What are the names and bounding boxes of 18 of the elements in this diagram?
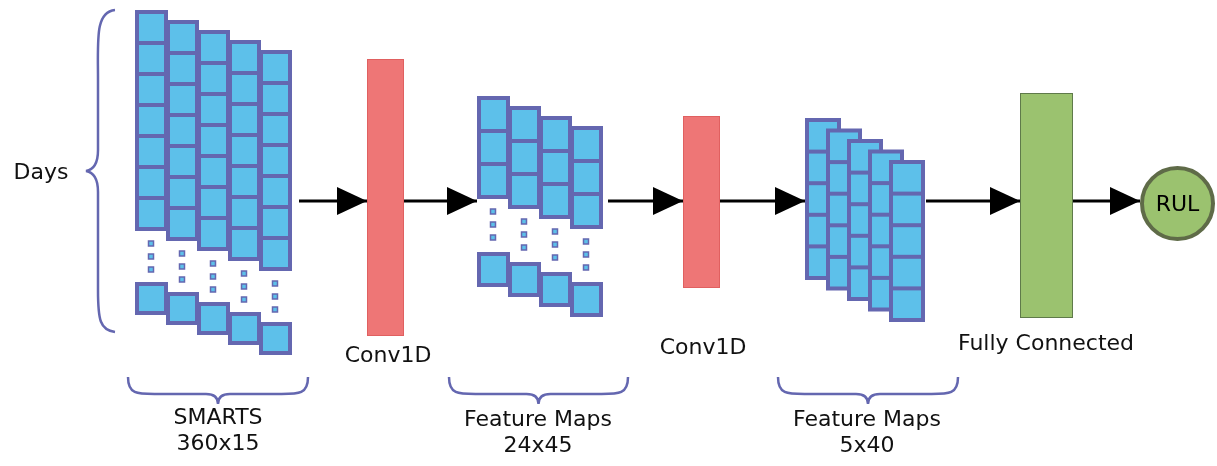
arrow xyxy=(720,187,805,215)
layer-label: Conv1D xyxy=(343,342,433,368)
arrow xyxy=(404,187,477,215)
layer-label: Days xyxy=(12,159,70,185)
output-label: RUL xyxy=(1155,191,1200,216)
feature-map-stack xyxy=(805,118,926,319)
arrow xyxy=(608,187,683,215)
arrow xyxy=(299,187,367,215)
arrow xyxy=(1073,187,1140,215)
layer-bar xyxy=(683,116,720,288)
caption-label: Feature Maps 5x40 xyxy=(792,406,942,458)
arrow xyxy=(926,187,1020,215)
layer-bar xyxy=(367,59,404,336)
caption-label: Feature Maps 24x45 xyxy=(463,406,613,458)
caption-label: SMARTS 360x15 xyxy=(172,404,264,456)
layer-bar xyxy=(1020,93,1073,318)
layer-label: Conv1D xyxy=(658,334,748,360)
layer-label: Fully Connected xyxy=(956,330,1136,356)
